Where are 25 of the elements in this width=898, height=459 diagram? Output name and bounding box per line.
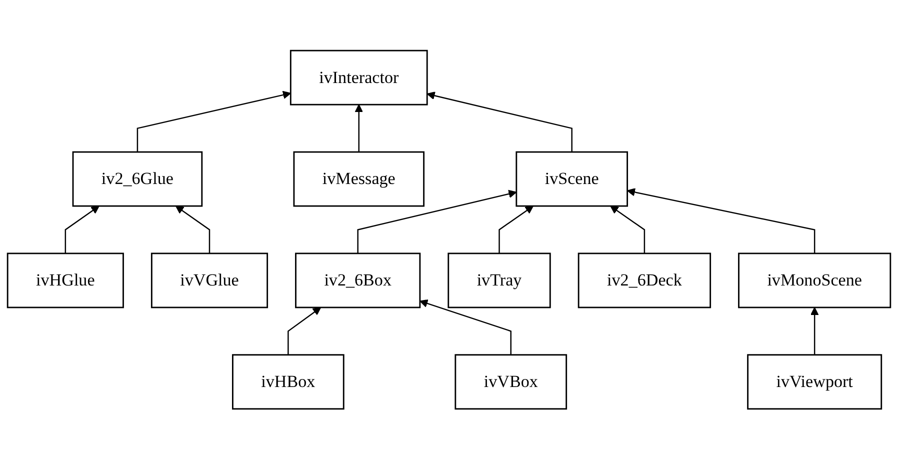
arrow [426, 91, 572, 152]
arrow [288, 306, 322, 355]
node-box: ivVGlue [150, 252, 268, 308]
arrow [810, 306, 819, 355]
arrow [498, 205, 534, 254]
node-box: ivMessage [293, 151, 425, 207]
arrow [626, 188, 816, 254]
node-box: ivMonoScene [738, 252, 892, 308]
arrow [175, 205, 210, 254]
arrow [64, 205, 100, 254]
node-box: iv2_6Deck [578, 252, 712, 308]
arrow [357, 190, 517, 254]
node-box: ivHBox [232, 354, 344, 410]
arrow [420, 299, 512, 355]
node-box: ivScene [516, 151, 628, 207]
node-box: ivTray [448, 252, 551, 308]
node-box: ivVBox [454, 354, 568, 410]
node-box: ivInteractor [290, 50, 428, 106]
node-box: iv2_6Box [295, 252, 421, 308]
node-box: iv2_6Glue [72, 151, 203, 207]
node-box: ivViewport [747, 354, 882, 410]
arrow [610, 205, 646, 254]
arrow [136, 90, 292, 152]
arrow [354, 104, 364, 152]
node-box: ivHGlue [6, 252, 124, 308]
